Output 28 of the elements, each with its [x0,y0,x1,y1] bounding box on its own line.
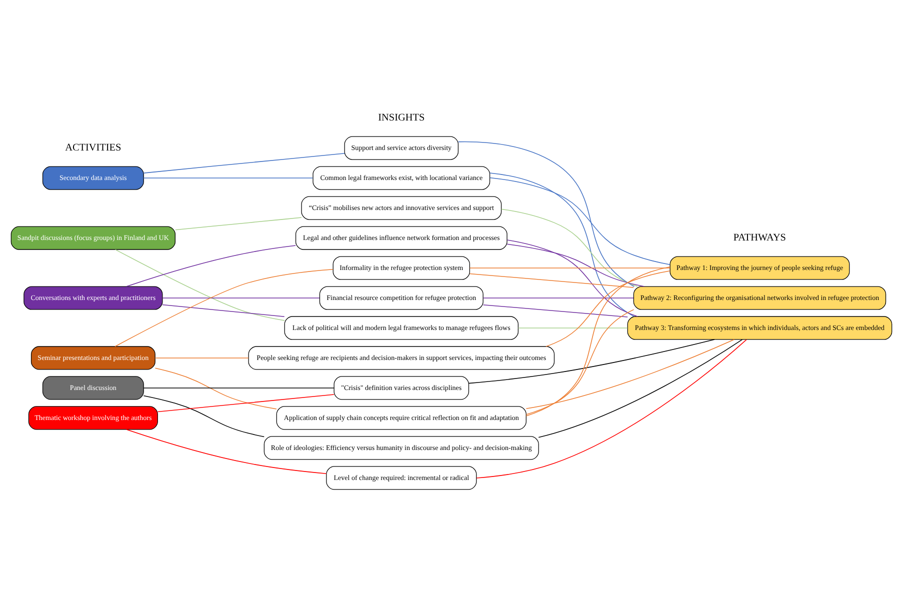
connector [506,244,645,287]
connector [546,270,670,347]
connector [500,208,638,287]
connector [157,394,334,412]
connector [143,395,265,438]
connector [490,177,670,265]
label: ACTIVITIES [65,142,122,154]
connector [114,249,285,321]
connector [526,339,735,410]
connector [489,172,635,317]
connector [538,339,743,438]
connector [468,339,715,384]
connector [162,304,285,317]
connector [143,153,345,174]
label: INSIGHTS [378,112,425,124]
label: PATHWAYS [733,232,786,244]
connector [526,309,634,415]
connector [526,266,670,416]
connector [482,304,628,318]
connector [174,217,302,230]
connector [154,368,277,410]
connector [114,269,334,347]
connector [458,141,635,287]
connector [506,240,638,317]
connector [126,245,296,287]
connector [126,429,327,474]
connector [476,339,747,478]
connector [469,273,634,288]
